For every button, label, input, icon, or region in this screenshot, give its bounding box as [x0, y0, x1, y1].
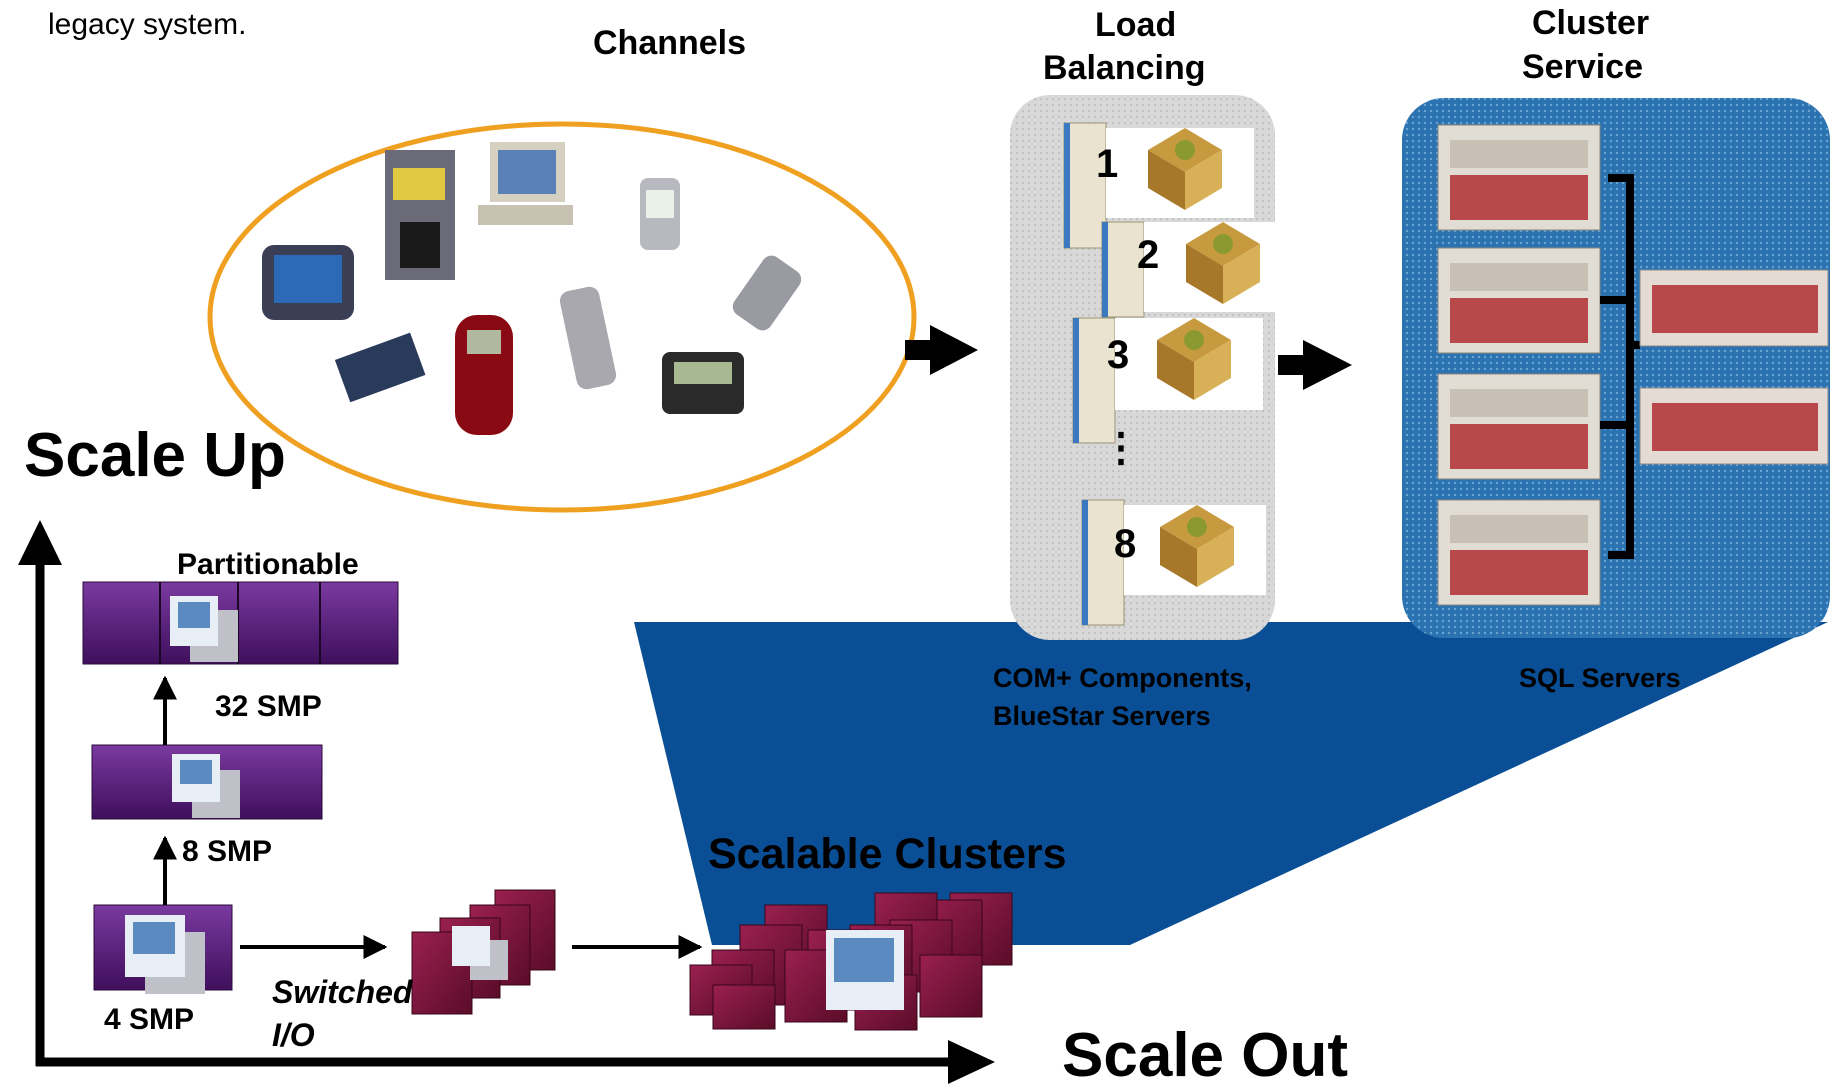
load-balancer-servers [1063, 122, 1145, 626]
scalability-wedge [634, 622, 1828, 945]
intro-fragment: legacy system. [48, 8, 247, 41]
scalable-clusters-stack [689, 892, 1013, 1031]
switched-io-label-line1: Switched [272, 974, 413, 1010]
cluster-service-heading-line2: Service [1522, 48, 1643, 86]
arrow-to-load-balancing [905, 325, 978, 375]
partitionable-box [82, 581, 399, 665]
ellipsis: ⋮ [1101, 426, 1141, 470]
smp4-box [93, 904, 233, 994]
switched-io-label-line2: I/O [272, 1017, 315, 1053]
sql-caption: SQL Servers [1519, 663, 1681, 693]
com-caption-line1: COM+ Components, [993, 663, 1252, 693]
node-label-8: 8 [1114, 522, 1137, 566]
smp8-label: 8 SMP [182, 835, 273, 868]
node-label-3: 3 [1107, 333, 1130, 377]
load-balancing-heading-line1: Load [1095, 6, 1177, 44]
sql-servers [1437, 124, 1601, 606]
switched-io-stack [411, 889, 556, 1015]
load-balancing-heading-line2: Balancing [1043, 49, 1206, 87]
node-label-2: 2 [1137, 233, 1160, 277]
scale-out-label: Scale Out [1062, 1021, 1348, 1090]
scalable-clusters-label: Scalable Clusters [708, 830, 1067, 878]
arrow-to-cluster [1278, 340, 1352, 390]
node-label-1: 1 [1096, 142, 1119, 186]
channels-heading: Channels [593, 24, 747, 62]
smp4-label: 4 SMP [104, 1003, 195, 1036]
cluster-bracket [1600, 174, 1640, 559]
com-packages [1106, 128, 1292, 595]
shared-storage [1639, 269, 1829, 465]
cluster-service-heading-line1: Cluster [1532, 4, 1650, 42]
com-caption-line2: BlueStar Servers [993, 701, 1211, 731]
scale-up-label: Scale Up [24, 421, 286, 490]
partitionable-label: Partitionable [177, 548, 359, 581]
smp32-label: 32 SMP [215, 690, 322, 723]
smp8-box [91, 744, 323, 820]
channel-devices [262, 142, 802, 435]
